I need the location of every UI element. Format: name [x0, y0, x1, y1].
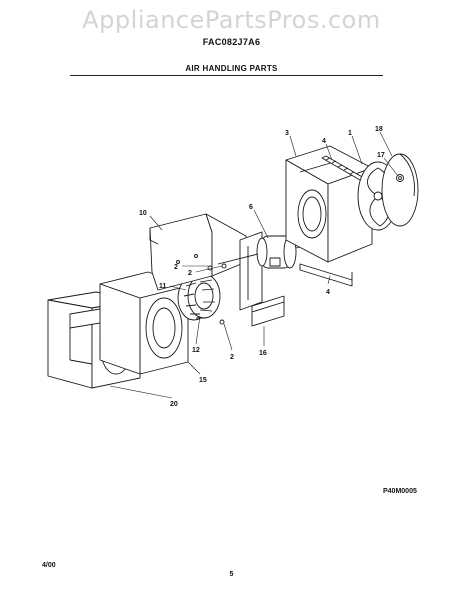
part-11-blower-wheel	[177, 273, 221, 321]
callout-17: 17	[377, 152, 385, 159]
callout-20: 20	[170, 401, 178, 408]
motor-mount-panel	[239, 231, 263, 311]
leader-lines	[109, 131, 399, 399]
part-6-fan-motor	[217, 235, 319, 269]
part-16-bracket	[251, 295, 285, 327]
callout-labels: 3 4 1 18 17 6 10 2 2 4 11 12 2 16 15 20	[139, 126, 385, 408]
part-18-fan-shroud-ring	[381, 153, 419, 227]
model-number: FAC082J7A6	[202, 37, 261, 47]
section-title: AIR HANDLING PARTS	[185, 64, 278, 73]
callout-3: 3	[285, 130, 289, 137]
page-number: 5	[229, 571, 234, 578]
watermark: AppliancePartsPros.com	[82, 6, 381, 34]
part-17-nut	[396, 174, 404, 182]
callout-12: 12	[192, 347, 200, 354]
part-4-base-rail	[299, 263, 353, 287]
title-divider	[70, 75, 383, 76]
callout-4-upper: 4	[322, 138, 326, 145]
callout-2-c: 2	[230, 354, 234, 361]
callout-2-b: 2	[188, 270, 192, 277]
callout-18: 18	[375, 126, 383, 133]
callout-11: 11	[159, 283, 167, 290]
part-10-orifice-panel	[149, 213, 247, 291]
callout-2-a: 2	[174, 264, 178, 271]
revision-date: 4/00	[42, 562, 56, 569]
callout-15: 15	[199, 377, 207, 384]
callout-10: 10	[139, 210, 147, 217]
callout-1: 1	[348, 130, 352, 137]
callout-4-lower: 4	[326, 289, 330, 296]
diagram-code: P40M0005	[383, 488, 417, 495]
callout-6: 6	[249, 204, 253, 211]
callout-16: 16	[259, 350, 267, 357]
